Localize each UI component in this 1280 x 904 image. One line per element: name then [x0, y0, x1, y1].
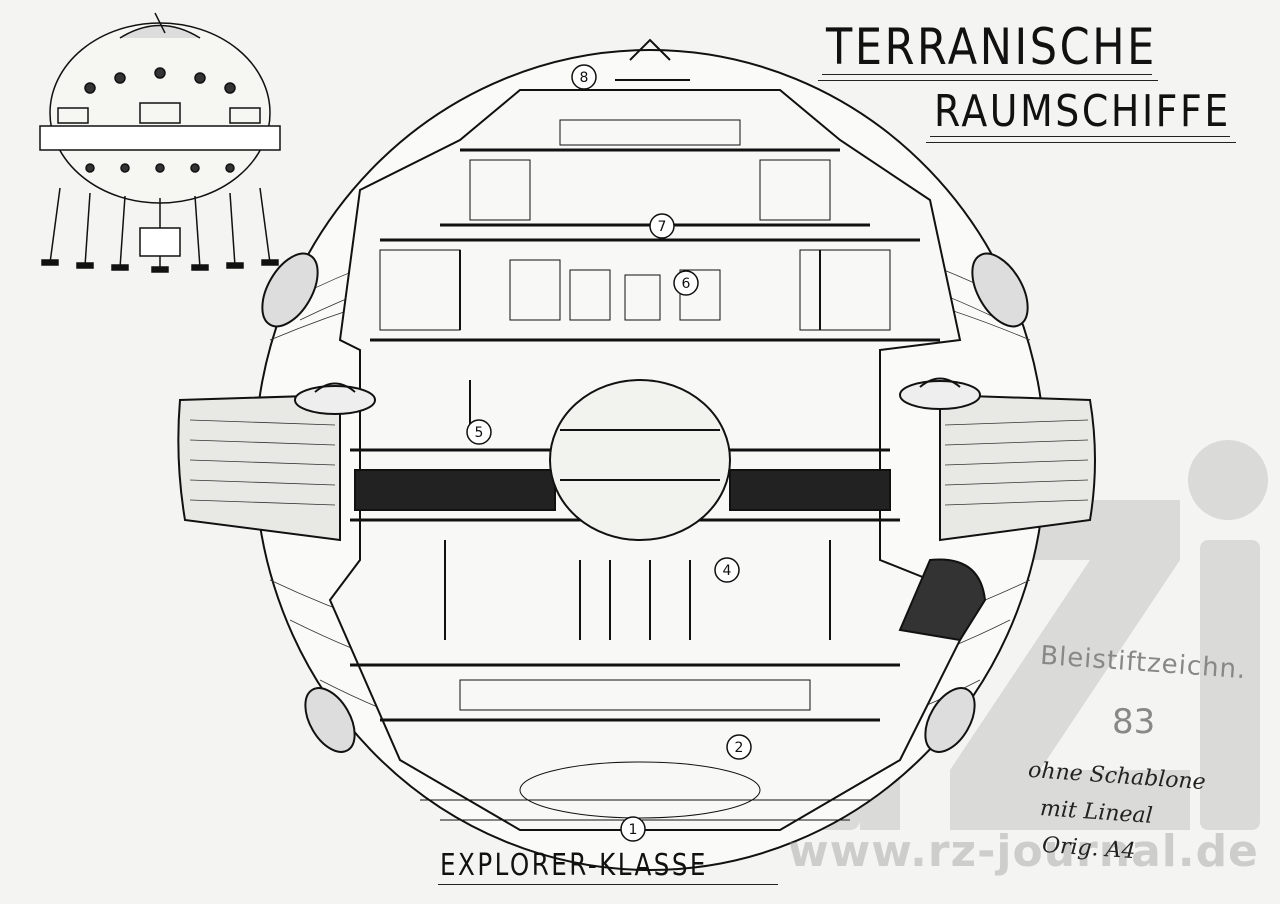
deck-label: 2: [735, 740, 744, 756]
deck-label: 1: [629, 822, 638, 838]
year-note: 83: [1112, 702, 1156, 742]
title-underline-1: [822, 74, 1152, 75]
class-caption: EXPLORER-KLASSE: [440, 848, 708, 883]
title-underline-1b: [818, 80, 1158, 81]
deck-marker-2: [726, 734, 752, 760]
deck-label: 8: [580, 70, 589, 86]
deck-marker-4: [714, 557, 740, 583]
title-underline-2b: [926, 142, 1236, 143]
watermark-text: www.rz-journal.de: [788, 826, 1259, 877]
title-line-2: RAUMSCHIFFE: [934, 86, 1231, 137]
deck-marker-8: [571, 64, 597, 90]
deck-label: 6: [682, 276, 691, 292]
deck-label: 7: [658, 219, 667, 235]
title-underline-2: [930, 136, 1230, 137]
deck-marker-1: [620, 816, 646, 842]
deck-label: 5: [475, 425, 484, 441]
deck-marker-5: [466, 419, 492, 445]
ship-exterior-thumbnail: [39, 12, 281, 273]
deck-label: 4: [723, 563, 732, 579]
deck-marker-6: [673, 270, 699, 296]
caption-underline: [438, 884, 778, 885]
title-line-1: TERRANISCHE: [826, 18, 1157, 76]
deck-marker-7: [649, 213, 675, 239]
